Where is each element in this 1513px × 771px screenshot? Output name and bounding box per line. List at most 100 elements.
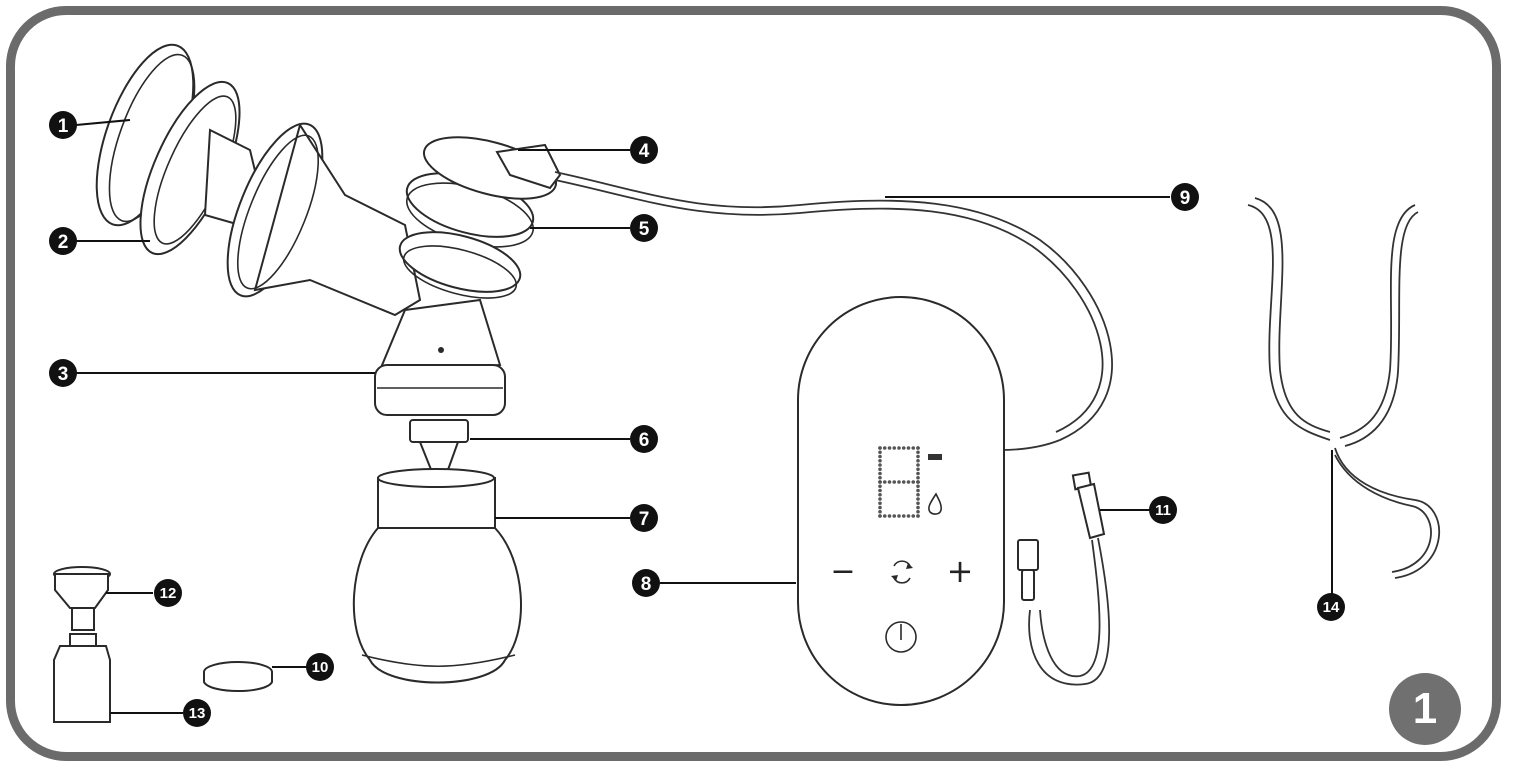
display-segment-dot: [878, 484, 882, 489]
display-segment-dot: [878, 471, 882, 476]
display-segment-dot: [916, 471, 920, 476]
display-segment-dot: [878, 497, 882, 501]
display-segment-dot: [878, 454, 882, 459]
display-segment-dot: [878, 480, 882, 484]
display-segment-dot: [878, 446, 882, 450]
power-icon[interactable]: [885, 621, 917, 653]
callout-11: 11: [1149, 496, 1177, 524]
level-bar-icon: [928, 454, 942, 460]
usb-cable-part: [1017, 471, 1111, 686]
callout-2: 2: [49, 227, 77, 255]
svg-text:1: 1: [58, 116, 69, 137]
callout-10: 10: [306, 653, 334, 681]
air-tube: [554, 171, 1113, 451]
display-segment-dot: [878, 514, 882, 518]
display-segment-dot: [916, 505, 920, 510]
display-segment-dot: [901, 514, 906, 518]
diagram-frame: [6, 6, 1501, 761]
display-segment-dot: [878, 501, 882, 506]
display-segment-dot: [916, 509, 920, 514]
display-segment-dot: [878, 488, 882, 493]
display-segment-dot: [906, 514, 911, 518]
svg-text:12: 12: [160, 585, 177, 602]
callout-3: 3: [49, 359, 77, 387]
svg-text:7: 7: [639, 509, 650, 530]
display-segment-dot: [916, 463, 920, 467]
svg-text:6: 6: [639, 430, 650, 451]
display-segment-dot: [882, 480, 887, 484]
display-segment-dot: [887, 514, 892, 518]
display-segment-dot: [916, 514, 920, 518]
top-cap-part: [422, 136, 562, 200]
adapter-part: [53, 566, 111, 631]
display-segment-dot: [878, 467, 882, 472]
svg-text:2: 2: [58, 232, 69, 253]
plus-button[interactable]: +: [947, 552, 974, 590]
minus-button[interactable]: −: [830, 554, 855, 589]
callout-1: 1: [49, 111, 77, 139]
display-segment-dot: [878, 463, 882, 467]
display-segment-dot: [916, 458, 920, 463]
display-segment-dot: [887, 480, 892, 484]
svg-text:4: 4: [639, 141, 650, 162]
display-segment-dot: [892, 480, 897, 484]
display-segment-dot: [916, 475, 920, 480]
mode-cycle-icon[interactable]: [891, 560, 913, 584]
display-segment-dot: [916, 446, 920, 450]
milk-bottle-part: [352, 468, 522, 684]
display-segment-dot: [897, 480, 901, 484]
display-segment-dot: [878, 505, 882, 510]
display-segment-dot: [887, 446, 892, 450]
display-segment-dot: [916, 492, 920, 497]
callout-9: 9: [1171, 183, 1199, 211]
display-segment-dot: [892, 514, 897, 518]
display-segment-dot: [916, 497, 920, 501]
droplet-icon: [928, 492, 942, 515]
seven-segment-display: [878, 446, 920, 518]
display-segment-dot: [892, 446, 897, 450]
leader-lines: [75, 119, 1333, 714]
display-segment-dot: [878, 458, 882, 463]
display-segment-dot: [916, 480, 920, 484]
svg-text:13: 13: [189, 705, 206, 722]
display-segment-dot: [911, 480, 916, 484]
callout-7: 7: [630, 504, 658, 532]
display-segment-dot: [911, 514, 916, 518]
display-segment-dot: [906, 480, 911, 484]
callout-4: 4: [630, 136, 658, 164]
svg-text:14: 14: [1323, 599, 1340, 616]
display-segment-dot: [916, 454, 920, 459]
svg-text:3: 3: [58, 364, 69, 385]
callout-6: 6: [630, 425, 658, 453]
callout-8: 8: [632, 569, 660, 597]
svg-text:9: 9: [1180, 188, 1191, 209]
callout-14: 14: [1317, 593, 1345, 621]
pump-body-part: [374, 298, 506, 416]
callout-13: 13: [183, 699, 211, 727]
callout-5: 5: [630, 214, 658, 242]
display-segment-dot: [911, 446, 916, 450]
display-segment-dot: [878, 509, 882, 514]
display-segment-dot: [916, 488, 920, 493]
display-segment-dot: [906, 446, 911, 450]
control-unit-part: [797, 296, 1005, 706]
storage-container-part: [53, 633, 111, 723]
y-tube-part: [1247, 197, 1441, 579]
display-segment-dot: [916, 484, 920, 489]
svg-text:8: 8: [641, 574, 652, 595]
display-segment-dot: [916, 450, 920, 455]
duckbill-valve-part: [409, 419, 469, 495]
svg-text:10: 10: [312, 659, 329, 676]
display-segment-dot: [882, 446, 887, 450]
svg-text:11: 11: [1155, 502, 1171, 519]
figure-number-badge: 1: [1389, 673, 1461, 745]
breast-shield-funnel: [226, 122, 422, 317]
svg-text:5: 5: [639, 219, 650, 240]
display-segment-dot: [897, 514, 901, 518]
display-segment-dot: [916, 467, 920, 472]
display-segment-dot: [916, 501, 920, 506]
display-segment-dot: [897, 446, 901, 450]
display-segment-dot: [878, 475, 882, 480]
display-segment-dot: [878, 450, 882, 455]
